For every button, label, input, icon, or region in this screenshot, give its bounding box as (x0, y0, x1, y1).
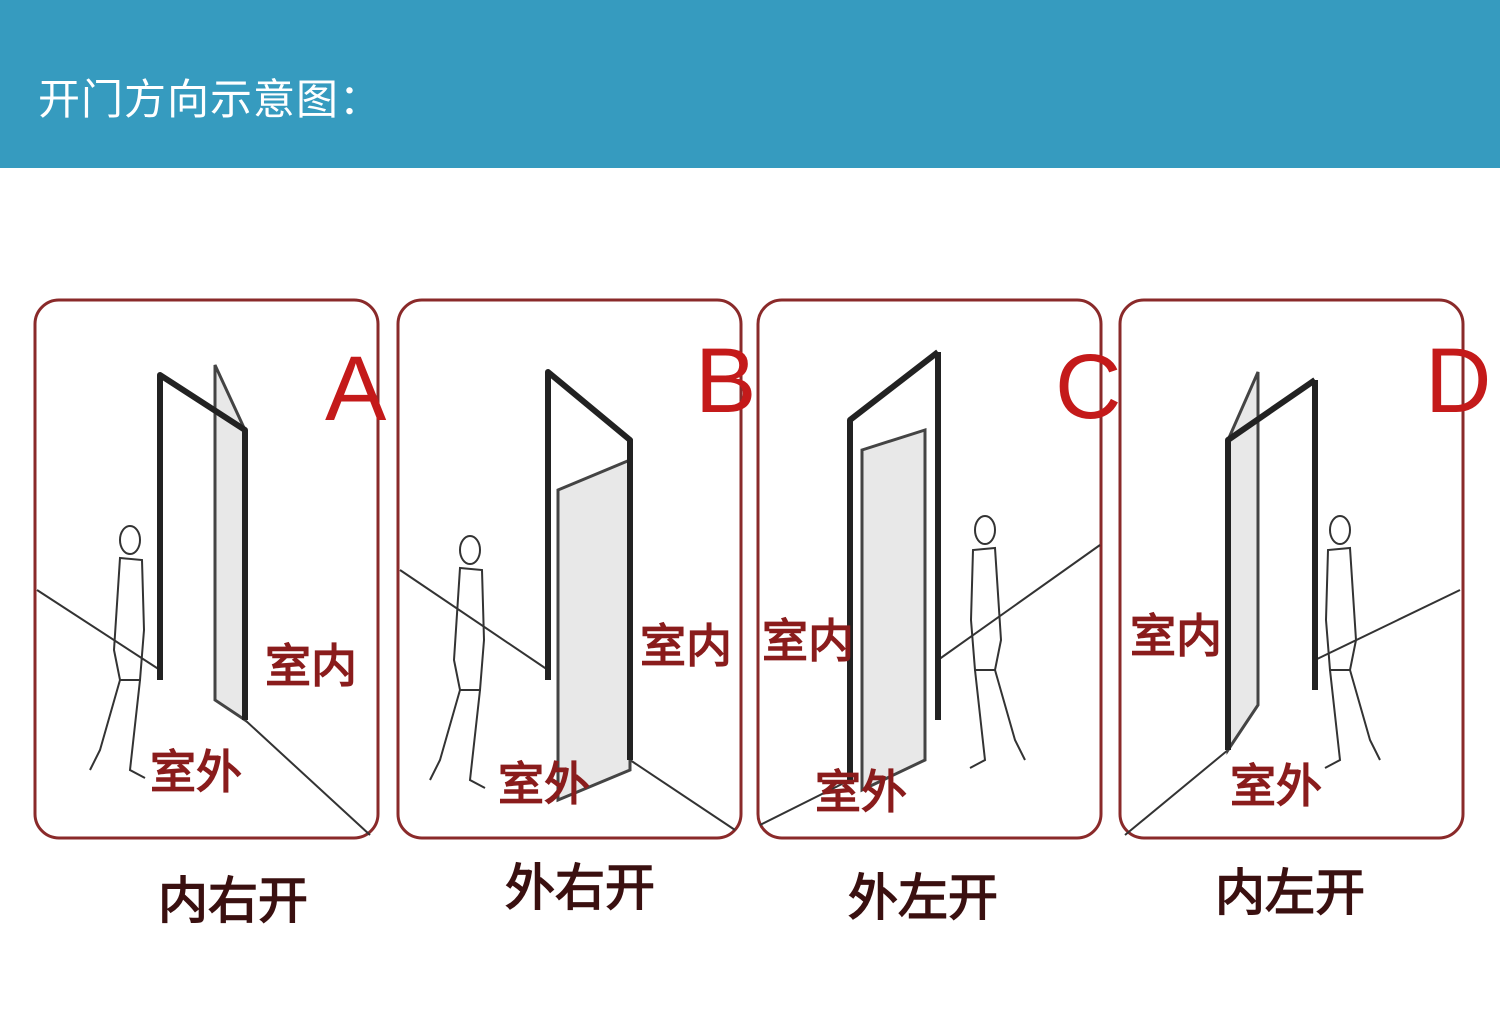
label-inside: 室内 (640, 619, 732, 673)
wall-line (1124, 749, 1229, 836)
panel-letter: A (325, 338, 387, 440)
person-icon (1324, 515, 1381, 769)
panel-border (756, 298, 1103, 840)
label-inside: 室内 (1130, 609, 1222, 663)
door-frame (847, 349, 941, 780)
label-outside: 室外 (1230, 759, 1322, 813)
door-frame (1225, 377, 1318, 750)
panel-border (1118, 298, 1465, 840)
person-head (459, 535, 481, 565)
panel-caption: 内右开 (158, 872, 308, 930)
wall-line (244, 719, 371, 836)
person-icon (429, 535, 486, 789)
panel-border (33, 298, 380, 840)
label-inside: 室内 (762, 614, 854, 668)
person-legs (969, 669, 1026, 769)
person-legs (89, 679, 146, 779)
door-frame (545, 369, 633, 760)
wall-line (759, 779, 851, 826)
wall-line (399, 569, 549, 671)
person-icon (969, 515, 1026, 769)
page-title: 开门方向示意图： (38, 75, 383, 124)
door-leaf (556, 457, 632, 803)
label-outside: 室外 (815, 765, 907, 819)
wall-line (937, 544, 1101, 661)
label-outside: 室外 (150, 745, 242, 799)
panel-caption: 内左开 (1215, 864, 1365, 922)
person-icon (89, 525, 146, 779)
panel-letter: D (1425, 330, 1491, 432)
panel-letter: C (1055, 336, 1121, 438)
person-legs (1324, 669, 1381, 769)
wall-line (629, 759, 736, 831)
panel-letter: B (695, 330, 756, 432)
label-outside: 室外 (498, 757, 590, 811)
door-leaf (860, 427, 927, 793)
person-head (974, 515, 996, 545)
person-head (1329, 515, 1351, 545)
person-head (119, 525, 141, 555)
header-banner: 开门方向示意图： (0, 0, 1500, 168)
wall-line (36, 589, 161, 671)
label-inside: 室内 (265, 639, 357, 693)
wall-line (1314, 589, 1461, 661)
person-legs (429, 689, 486, 789)
panel-caption: 外右开 (505, 859, 655, 917)
door-frame (157, 372, 248, 720)
panel-caption: 外左开 (848, 869, 998, 927)
